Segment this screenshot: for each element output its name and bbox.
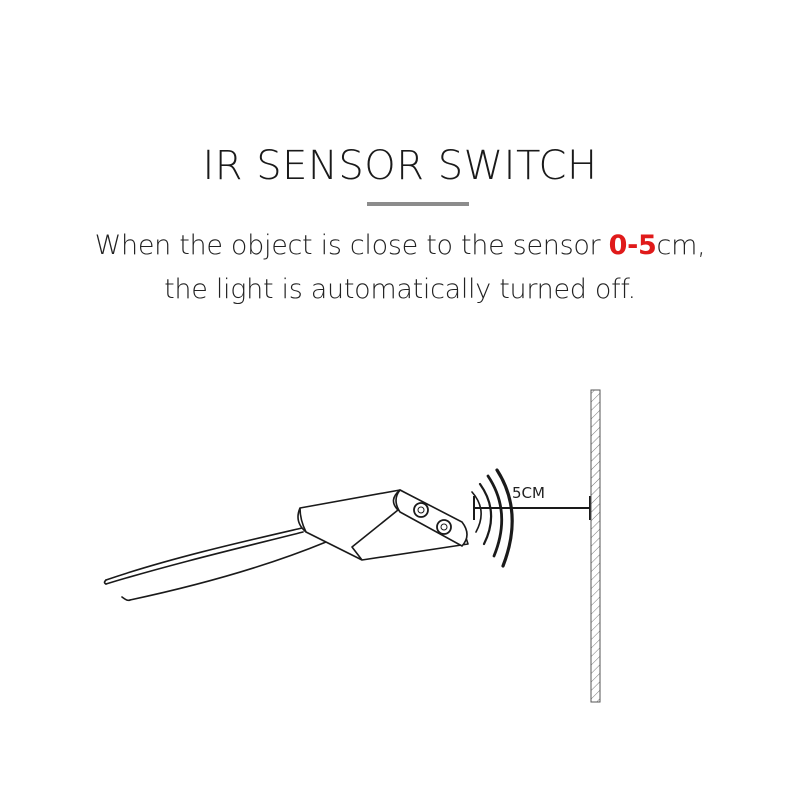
description-text: When the object is close to the sensor [94, 230, 609, 261]
description-line-2: the light is automatically turned off. [164, 274, 636, 305]
sensor-face [395, 488, 468, 548]
ir-signal-waves-icon [471, 468, 514, 568]
ir-receiver-icon [436, 519, 452, 535]
title-divider [367, 202, 469, 206]
description-line-1: When the object is close to the sensor 0… [0, 224, 800, 268]
description: When the object is close to the sensor 0… [0, 224, 800, 312]
wall [590, 389, 601, 703]
ir-emitter-icon [413, 502, 429, 518]
distance-label: 5CM [512, 484, 545, 502]
distance-marker [473, 496, 591, 520]
sensor-cable [103, 527, 327, 602]
page-title: IR SENSOR SWITCH [202, 143, 598, 189]
distance-range-highlight: 0-5 [608, 230, 657, 261]
description-unit: cm, [656, 230, 706, 261]
